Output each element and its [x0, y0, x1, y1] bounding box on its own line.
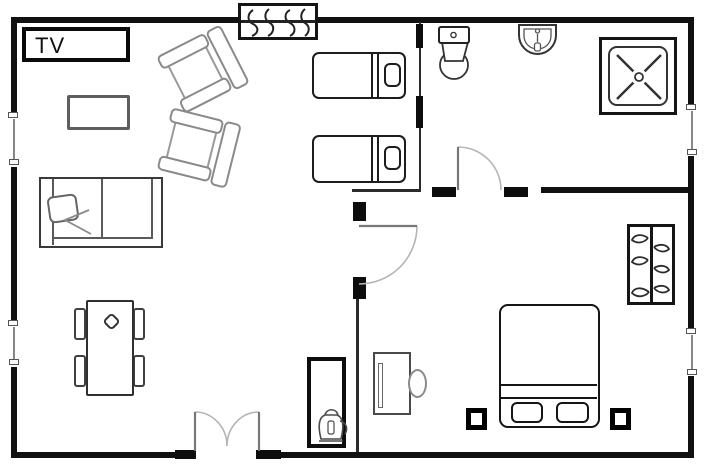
wardrobe-divider: [650, 227, 653, 302]
desk-chair: [408, 369, 427, 398]
bed-divider: [371, 54, 373, 97]
wall-left-middle: [11, 167, 17, 321]
sofa-bed-pillow: [46, 193, 80, 224]
window-right-top-cap: [687, 149, 697, 155]
shower-tray: [608, 46, 668, 106]
wall-bottom-left: [11, 452, 196, 458]
wall-left-lower: [11, 367, 17, 458]
window-left-top: [13, 119, 15, 160]
window-left-top-cap: [9, 159, 19, 165]
armchair: [155, 24, 251, 115]
bathroom-door: [456, 146, 502, 191]
bathroom-door-jamb-left: [432, 187, 456, 197]
bed-pillow: [511, 402, 543, 423]
armchair: [156, 107, 242, 189]
window-right-bottom-cap: [687, 369, 697, 375]
bathroom-door-jamb-right: [504, 187, 528, 197]
wall-bottom-right: [258, 452, 694, 458]
sofa-bed-divider: [151, 179, 153, 238]
nightstand: [466, 408, 487, 430]
double-bed: [499, 304, 600, 428]
entry-door-jamb-right: [256, 450, 281, 459]
window-right-bottom-cap: [686, 328, 696, 334]
bed-blanket-line: [501, 384, 597, 386]
wardrobe: [627, 224, 675, 305]
bed-divider: [377, 54, 379, 97]
nightstand: [610, 408, 631, 430]
window-left-bottom-cap: [9, 359, 19, 365]
sink: [518, 24, 557, 55]
sofa-bed: [39, 177, 163, 248]
wall-right-middle: [688, 156, 694, 329]
wall-bedroom-left: [356, 298, 359, 452]
interior-door-jamb-bottom: [353, 277, 366, 299]
dining-chair: [133, 308, 145, 340]
bed-pillow: [384, 63, 401, 87]
bed-pillow: [384, 146, 401, 170]
dining-chair: [74, 308, 86, 340]
interior-door: [358, 224, 418, 285]
tv-cabinet: TV: [22, 27, 130, 62]
wall-twin-nook-bottom: [352, 189, 421, 192]
dining-chair: [74, 355, 86, 387]
single-bed: [312, 52, 406, 99]
bed-divider: [371, 137, 373, 181]
wall-right-lower: [688, 376, 694, 458]
window-right-top-cap: [686, 104, 696, 110]
bed-pillow: [556, 402, 589, 423]
desk-monitor: [378, 363, 383, 408]
dining-table: [86, 300, 134, 396]
coat-rack-rail: [241, 20, 315, 23]
wall-bathroom-bottom: [541, 187, 694, 193]
bed-divider: [377, 137, 379, 181]
toilet: [438, 26, 470, 80]
entry-double-door: [193, 411, 261, 451]
wall-bathroom-left-pier: [416, 24, 423, 48]
interior-door-jamb-top: [353, 202, 366, 221]
wall-left-upper: [11, 17, 17, 114]
dining-chair: [133, 355, 145, 387]
sofa-bed-divider: [101, 179, 103, 238]
wall-right-upper: [688, 17, 694, 105]
wall-bathroom-left-pier: [416, 96, 423, 128]
entry-door-jamb-left: [175, 450, 196, 459]
desk: [373, 352, 411, 415]
window-left-top-cap: [8, 112, 18, 118]
window-right-bottom: [691, 335, 693, 370]
bed-blanket-line: [501, 397, 597, 399]
window-left-bottom: [13, 327, 15, 360]
coat-rack: [238, 3, 318, 40]
window-right-top: [691, 111, 693, 150]
tv-label: TV: [35, 33, 66, 58]
side-table: [67, 95, 130, 130]
window-left-bottom-cap: [8, 320, 18, 326]
single-bed: [312, 135, 406, 183]
kettle-cabinet: [307, 357, 346, 448]
table-vase: [102, 312, 121, 331]
wall-top: [11, 17, 694, 23]
sofa-bed-footline: [52, 237, 153, 239]
